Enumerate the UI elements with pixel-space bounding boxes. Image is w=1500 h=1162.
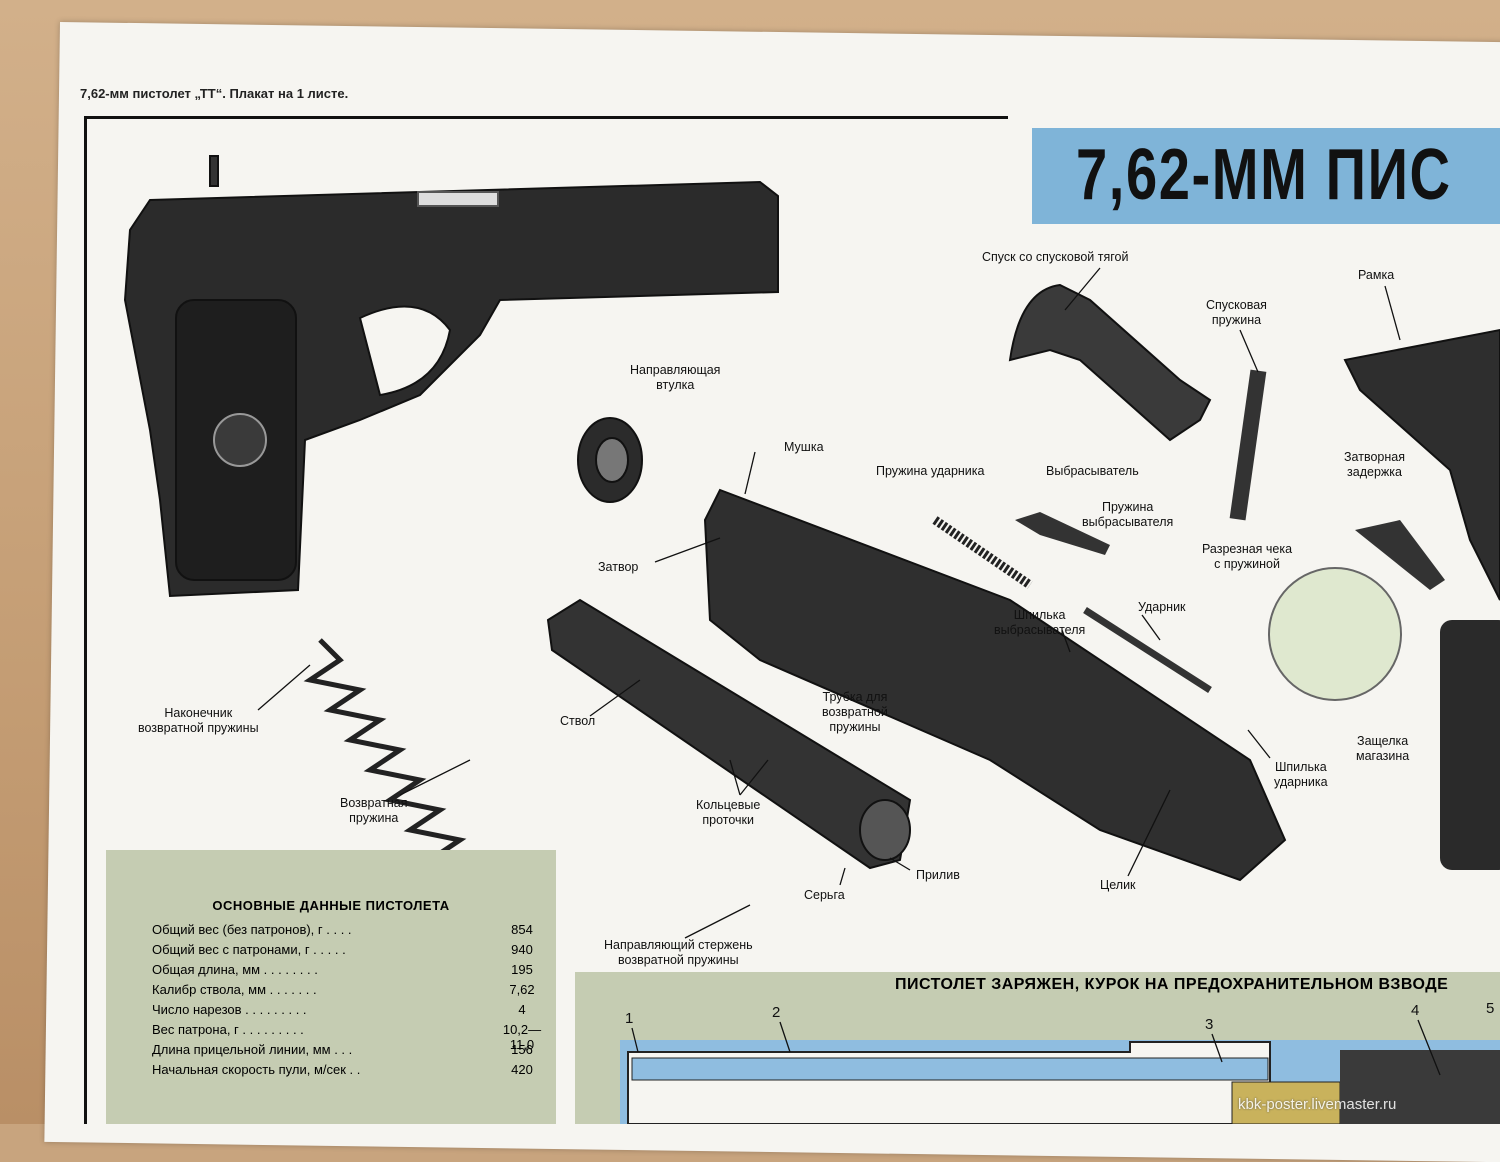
label-barrel: Ствол: [560, 714, 596, 728]
leader-lines: [257, 267, 1401, 939]
callout-5: 5: [1486, 1000, 1495, 1017]
label-firing-pin: Ударник: [1138, 600, 1186, 614]
label-slide-stop: Затворная задержка: [1344, 450, 1405, 479]
label-spring-cap: Наконечник возвратной пружины: [138, 706, 259, 735]
label-extractor-pin: Шпилька выбрасывателя: [994, 608, 1086, 637]
trigger-illustration: [1008, 283, 1212, 442]
specs-panel: ОСНОВНЫЕ ДАННЫЕ ПИСТОЛЕТА Общий вес (без…: [106, 850, 556, 1124]
callout-2: 2: [772, 1004, 781, 1021]
poster-title: 7,62-ММ ПИС: [1076, 135, 1452, 215]
spec-row: Вес патрона, г . . . . . . . . .10,2—11,…: [152, 1022, 542, 1052]
label-frame: Рамка: [1358, 268, 1395, 282]
label-trigger-spring: Спусковая пружина: [1206, 298, 1267, 327]
grip-illustration: [1440, 620, 1500, 870]
label-extractor: Выбрасыватель: [1046, 464, 1139, 478]
spec-row: Общий вес с патронами, г . . . . .940: [152, 942, 533, 957]
guide-bushing-illustration: [577, 417, 643, 503]
frame-illustration: [1343, 328, 1500, 601]
label-firing-pin-pin: Шпилька ударника: [1274, 760, 1328, 789]
barrel-illustration: [546, 598, 912, 870]
label-front-sight: Мушка: [784, 440, 824, 454]
label-split-pin: Разрезная чека с пружиной: [1202, 542, 1293, 571]
frame-left-line: [84, 116, 87, 1124]
specs-title: ОСНОВНЫЕ ДАННЫЕ ПИСТОЛЕТА: [212, 898, 450, 913]
frame-top-line: [84, 116, 1008, 119]
firing-pin-illustration: [1083, 607, 1212, 693]
trigger-spring-illustration: [1229, 369, 1267, 521]
magazine-catch-detail: [1268, 567, 1402, 701]
spec-row: Длина прицельной линии, мм . . .156: [152, 1042, 533, 1057]
spec-row: Общая длина, мм . . . . . . . .195: [152, 962, 533, 977]
label-trigger-with-bar: Спуск со спусковой тягой: [982, 250, 1129, 264]
label-guide-rod: Направляющий стержень возвратной пружины: [604, 938, 753, 967]
pistol-illustration: [123, 155, 779, 598]
label-firing-pin-spring: Пружина ударника: [876, 464, 985, 478]
label-slide: Затвор: [598, 560, 639, 574]
spec-row: Калибр ствола, мм . . . . . . .7,62: [152, 982, 535, 997]
extractor-illustration: [1015, 512, 1110, 555]
callout-4: 4: [1411, 1002, 1420, 1019]
label-magazine-catch: Защелка магазина: [1356, 734, 1410, 763]
spec-row: Число нарезов . . . . . . . . .4: [152, 1002, 526, 1017]
label-extractor-spring: Пружина выбрасывателя: [1082, 500, 1174, 529]
poster-header: 7,62-мм пистолет „ТТ“. Плакат на 1 листе…: [80, 86, 349, 101]
label-rear-sight: Целик: [1100, 878, 1136, 892]
title-box: [1032, 128, 1500, 224]
slide-illustration: [703, 488, 1287, 882]
watermark: kbk-poster.livemaster.ru: [1238, 1096, 1397, 1113]
callout-3: 3: [1205, 1016, 1214, 1033]
label-ring-grooves: Кольцевые проточки: [696, 798, 761, 827]
label-recoil-spring: Возвратная пружина: [340, 796, 408, 825]
label-lug: Прилив: [916, 868, 960, 882]
firing-pin-spring-illustration: [932, 516, 1033, 589]
label-link: Серьга: [804, 888, 845, 902]
label-guide-bushing: Направляющая втулка: [630, 363, 721, 392]
callout-1: 1: [625, 1010, 634, 1027]
spec-row: Начальная скорость пули, м/сек . .420: [152, 1062, 533, 1077]
slide-stop-illustration: [1355, 520, 1445, 590]
cross-section-title: ПИСТОЛЕТ ЗАРЯЖЕН, КУРОК НА ПРЕДОХРАНИТЕЛ…: [895, 976, 1449, 993]
label-spring-tube: Трубка для возвратной пружины: [822, 690, 888, 734]
spec-row: Общий вес (без патронов), г . . . .854: [152, 922, 533, 937]
